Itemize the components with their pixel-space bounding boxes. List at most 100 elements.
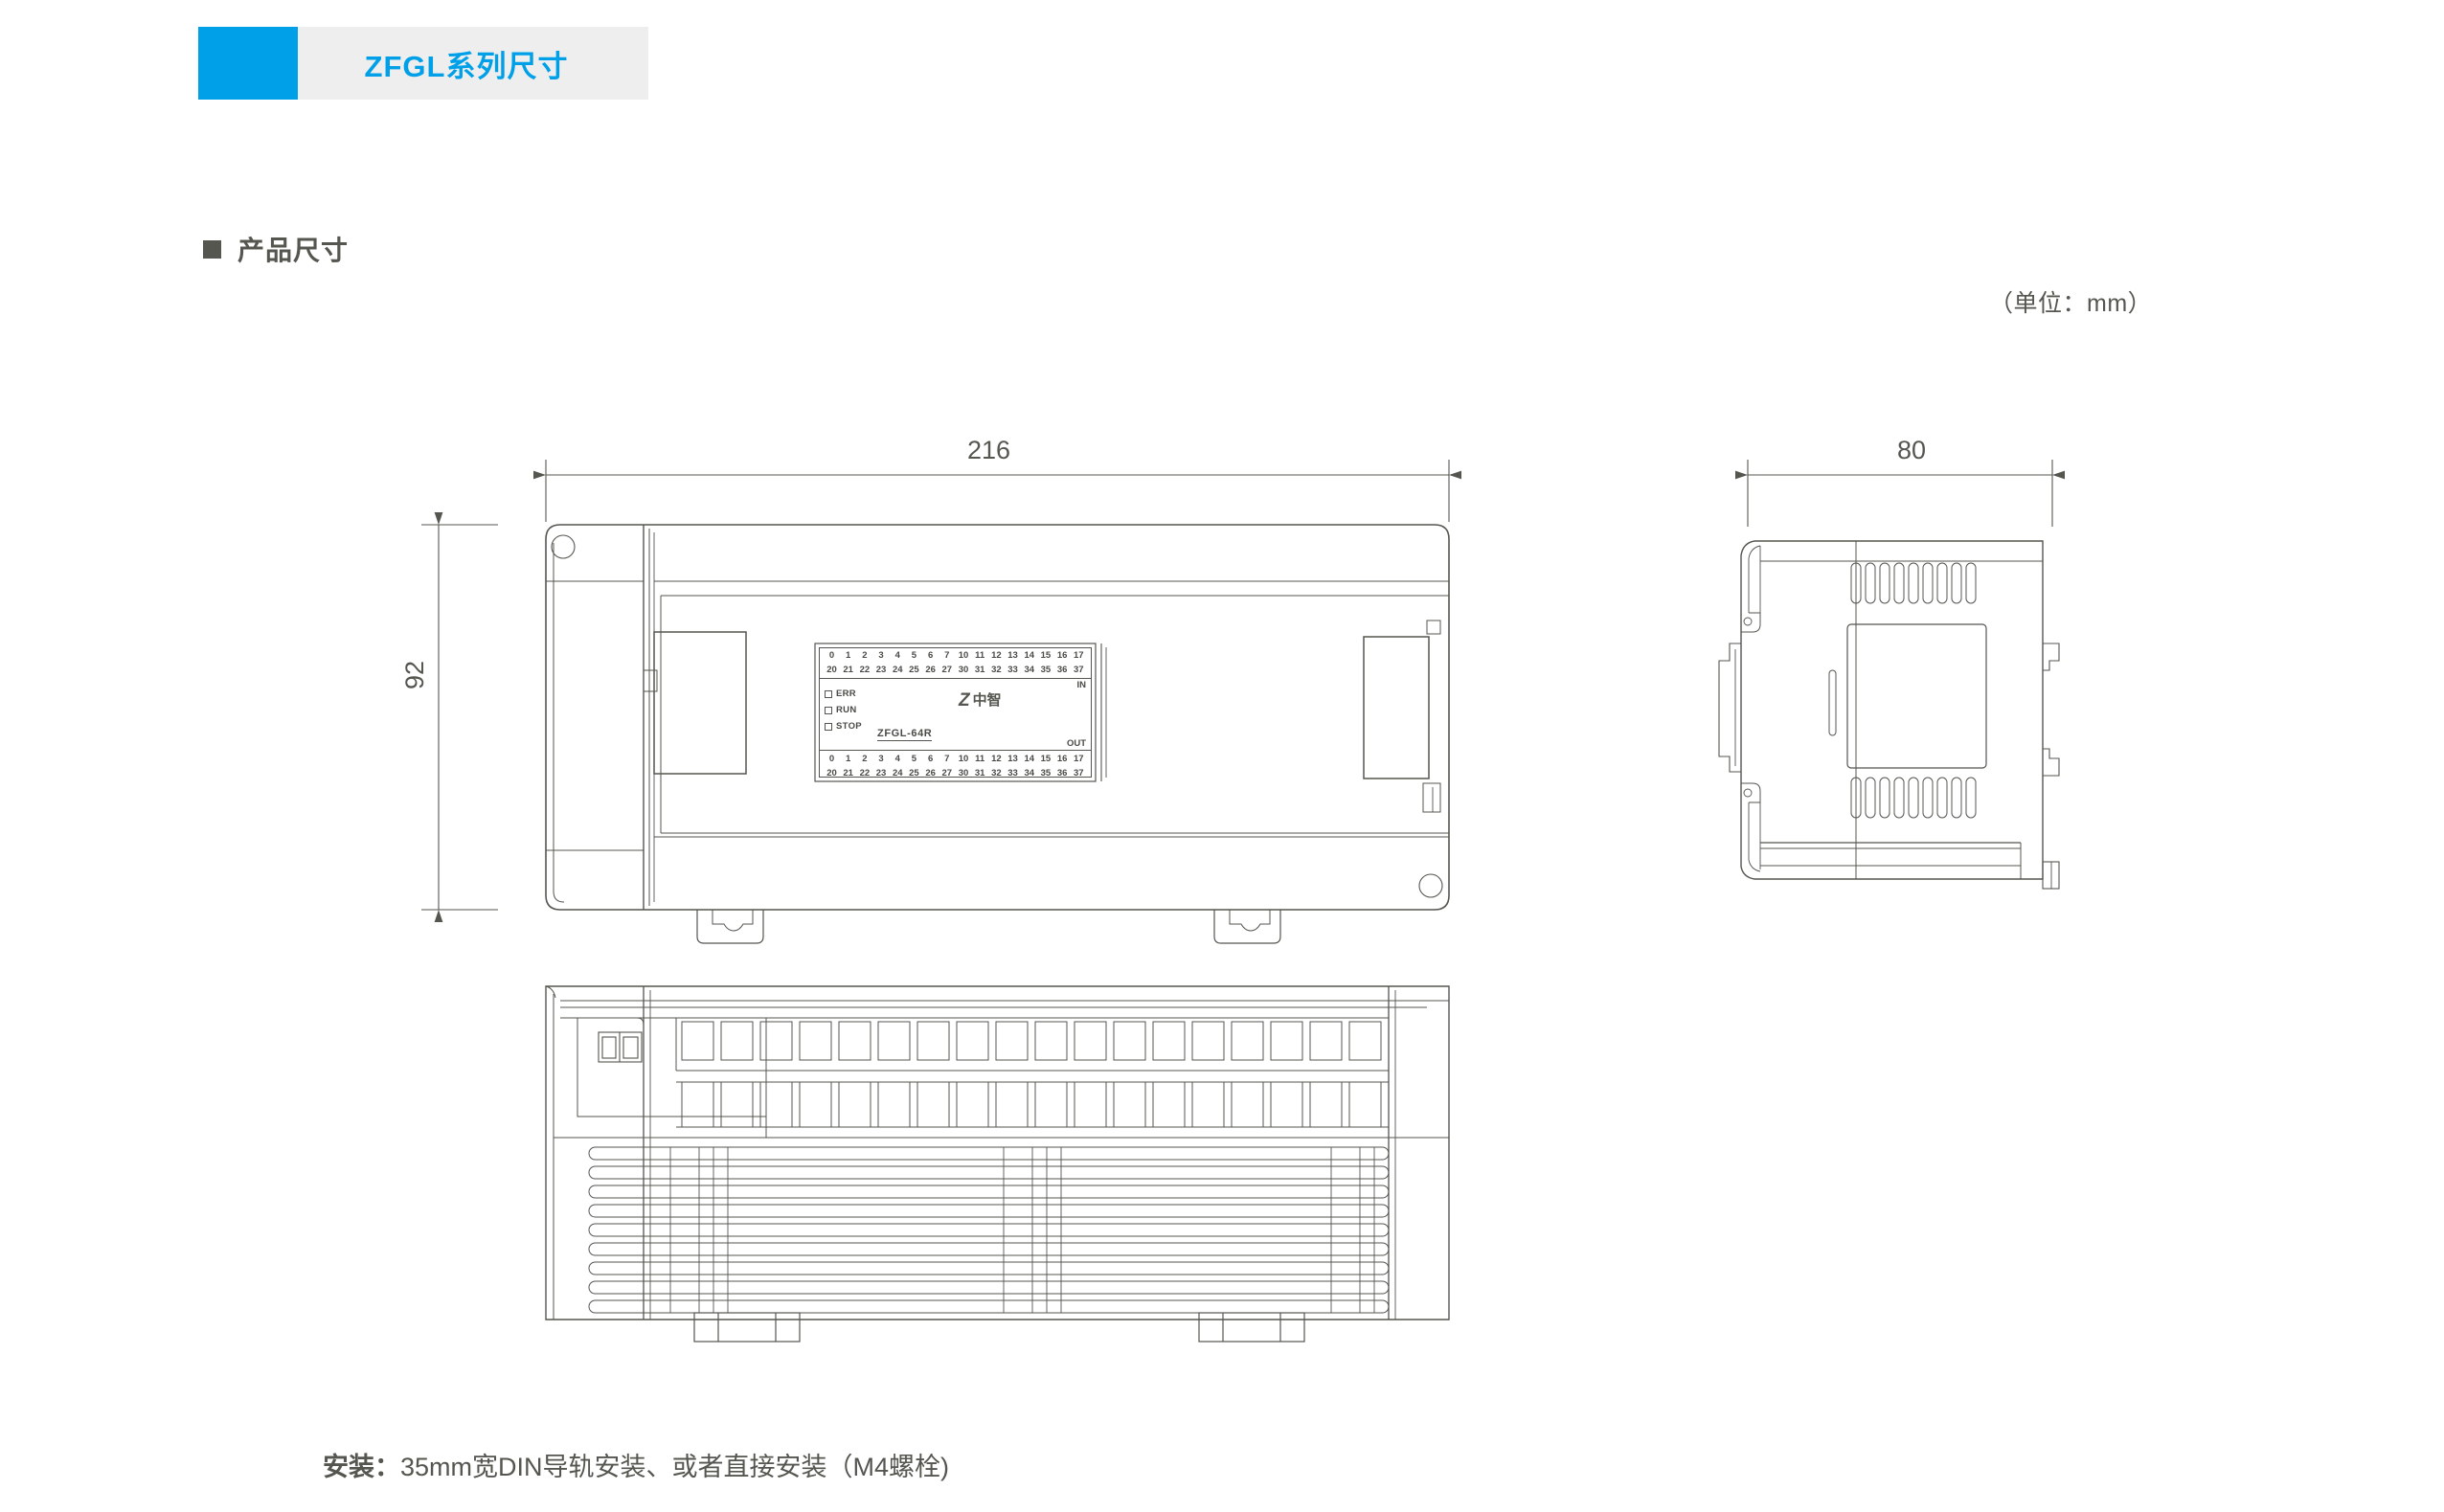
brand-mark-icon: Z: [959, 690, 970, 711]
unit-note: （单位：mm）: [1989, 290, 2153, 317]
io-cell: 25: [909, 767, 919, 779]
led-indicator-err: ERR: [825, 686, 862, 702]
device-face-label-panel: 0 1 2 3 4 5 6 7 10 11 12 13 14 15 16 17 …: [819, 647, 1092, 778]
io-cell: 5: [911, 753, 917, 764]
io-cell: 5: [911, 649, 917, 661]
io-cell: 11: [975, 649, 985, 661]
io-cell: 26: [925, 664, 936, 675]
io-cell: 16: [1056, 753, 1068, 764]
header-banner: ZFGL系列尺寸: [198, 27, 648, 100]
square-bullet-icon: [203, 239, 221, 259]
dimension-label-80: 80: [1897, 436, 1927, 464]
io-cell: 22: [859, 767, 871, 779]
terminal-row-lower: [676, 1081, 1389, 1128]
io-cell: 23: [875, 767, 887, 779]
brand-logo: Z 中智: [959, 691, 1002, 710]
dimension-216: [533, 460, 1461, 522]
io-cell: 20: [826, 664, 837, 675]
io-cell: 26: [925, 767, 936, 779]
io-cell: 25: [909, 664, 919, 675]
led-box-icon: [825, 722, 832, 731]
io-output-numbering: 0 1 2 3 4 5 6 7 10 11 12 13 14 15 16 17 …: [820, 750, 1091, 780]
model-number: ZFGL-64R: [877, 728, 933, 741]
io-cell: 11: [975, 753, 985, 764]
io-cell: 17: [1074, 649, 1084, 661]
io-cell: 27: [941, 767, 953, 779]
io-cell: 12: [991, 753, 1002, 764]
io-cell: 30: [958, 767, 969, 779]
io-out-row-bottom: 20 21 22 23 24 25 26 27 30 31 32 33 34 3…: [820, 766, 1091, 780]
device-face-middle: IN ERR RUN STOP Z 中智 ZFGL-64R OUT: [820, 679, 1091, 750]
io-in-row-top: 0 1 2 3 4 5 6 7 10 11 12 13 14 15 16 17: [820, 648, 1091, 663]
out-label: OUT: [1066, 738, 1086, 749]
io-out-row-top: 0 1 2 3 4 5 6 7 10 11 12 13 14 15 16 17: [820, 752, 1091, 766]
io-cell: 33: [1007, 664, 1018, 675]
mounting-note-text: 35mm宽DIN导轨安装、或者直接安装（M4螺栓): [400, 1453, 950, 1481]
io-cell: 34: [1024, 767, 1035, 779]
section-heading-label: 产品尺寸: [238, 236, 350, 265]
io-cell: 7: [944, 649, 950, 661]
io-cell: 15: [1040, 753, 1052, 764]
io-cell: 12: [991, 649, 1002, 661]
io-cell: 32: [991, 664, 1002, 675]
mounting-note-label: 安装：: [323, 1453, 400, 1481]
led-label: ERR: [836, 688, 856, 699]
led-indicator-run: RUN: [825, 702, 862, 718]
io-cell: 2: [862, 753, 868, 764]
io-cell: 13: [1007, 649, 1018, 661]
io-cell: 24: [892, 664, 903, 675]
io-cell: 36: [1056, 767, 1068, 779]
io-cell: 4: [894, 753, 900, 764]
io-cell: 17: [1074, 753, 1084, 764]
io-cell: 32: [991, 767, 1002, 779]
section-heading: 产品尺寸: [203, 230, 349, 268]
io-cell: 33: [1007, 767, 1018, 779]
io-cell: 35: [1040, 664, 1052, 675]
io-cell: 0: [828, 753, 835, 764]
led-indicator-list: ERR RUN STOP: [825, 686, 862, 734]
mounting-note: 安装：35mm宽DIN导轨安装、或者直接安装（M4螺栓): [323, 1446, 949, 1483]
io-cell: 27: [941, 664, 953, 675]
bottom-view-body: [545, 985, 1450, 1343]
header-accent-block: [198, 27, 298, 100]
io-cell: 14: [1024, 753, 1035, 764]
io-in-row-bottom: 20 21 22 23 24 25 26 27 30 31 32 33 34 3…: [820, 663, 1091, 677]
io-input-numbering: 0 1 2 3 4 5 6 7 10 11 12 13 14 15 16 17 …: [820, 648, 1091, 679]
header-title: ZFGL系列尺寸: [364, 49, 569, 83]
io-cell: 30: [958, 664, 969, 675]
in-label: IN: [1076, 680, 1087, 690]
led-box-icon: [825, 689, 832, 698]
io-cell: 31: [974, 664, 985, 675]
io-cell: 1: [846, 753, 851, 764]
io-cell: 14: [1024, 649, 1035, 661]
io-cell: 4: [894, 649, 900, 661]
io-cell: 21: [843, 664, 853, 675]
dimension-label-92: 92: [400, 660, 429, 689]
io-cell: 24: [892, 767, 903, 779]
side-view-body: [1718, 540, 2060, 890]
io-cell: 22: [859, 664, 871, 675]
io-cell: 0: [828, 649, 835, 661]
io-cell: 2: [862, 649, 868, 661]
io-cell: 31: [974, 767, 985, 779]
io-cell: 16: [1056, 649, 1068, 661]
io-cell: 35: [1040, 767, 1052, 779]
led-indicator-stop: STOP: [825, 718, 862, 734]
dimension-92: [421, 512, 498, 922]
io-cell: 1: [846, 649, 851, 661]
dimension-80: [1735, 460, 2065, 527]
led-box-icon: [825, 706, 832, 714]
io-cell: 37: [1074, 767, 1084, 779]
io-cell: 6: [927, 649, 934, 661]
io-cell: 3: [878, 649, 884, 661]
io-cell: 13: [1007, 753, 1018, 764]
ventilation-grille: [588, 1146, 1390, 1314]
io-cell: 15: [1040, 649, 1052, 661]
led-label: STOP: [836, 721, 862, 732]
io-cell: 23: [875, 664, 887, 675]
io-cell: 34: [1024, 664, 1035, 675]
io-cell: 6: [927, 753, 934, 764]
terminal-row-upper: [675, 1017, 1389, 1072]
io-cell: 10: [958, 649, 969, 661]
